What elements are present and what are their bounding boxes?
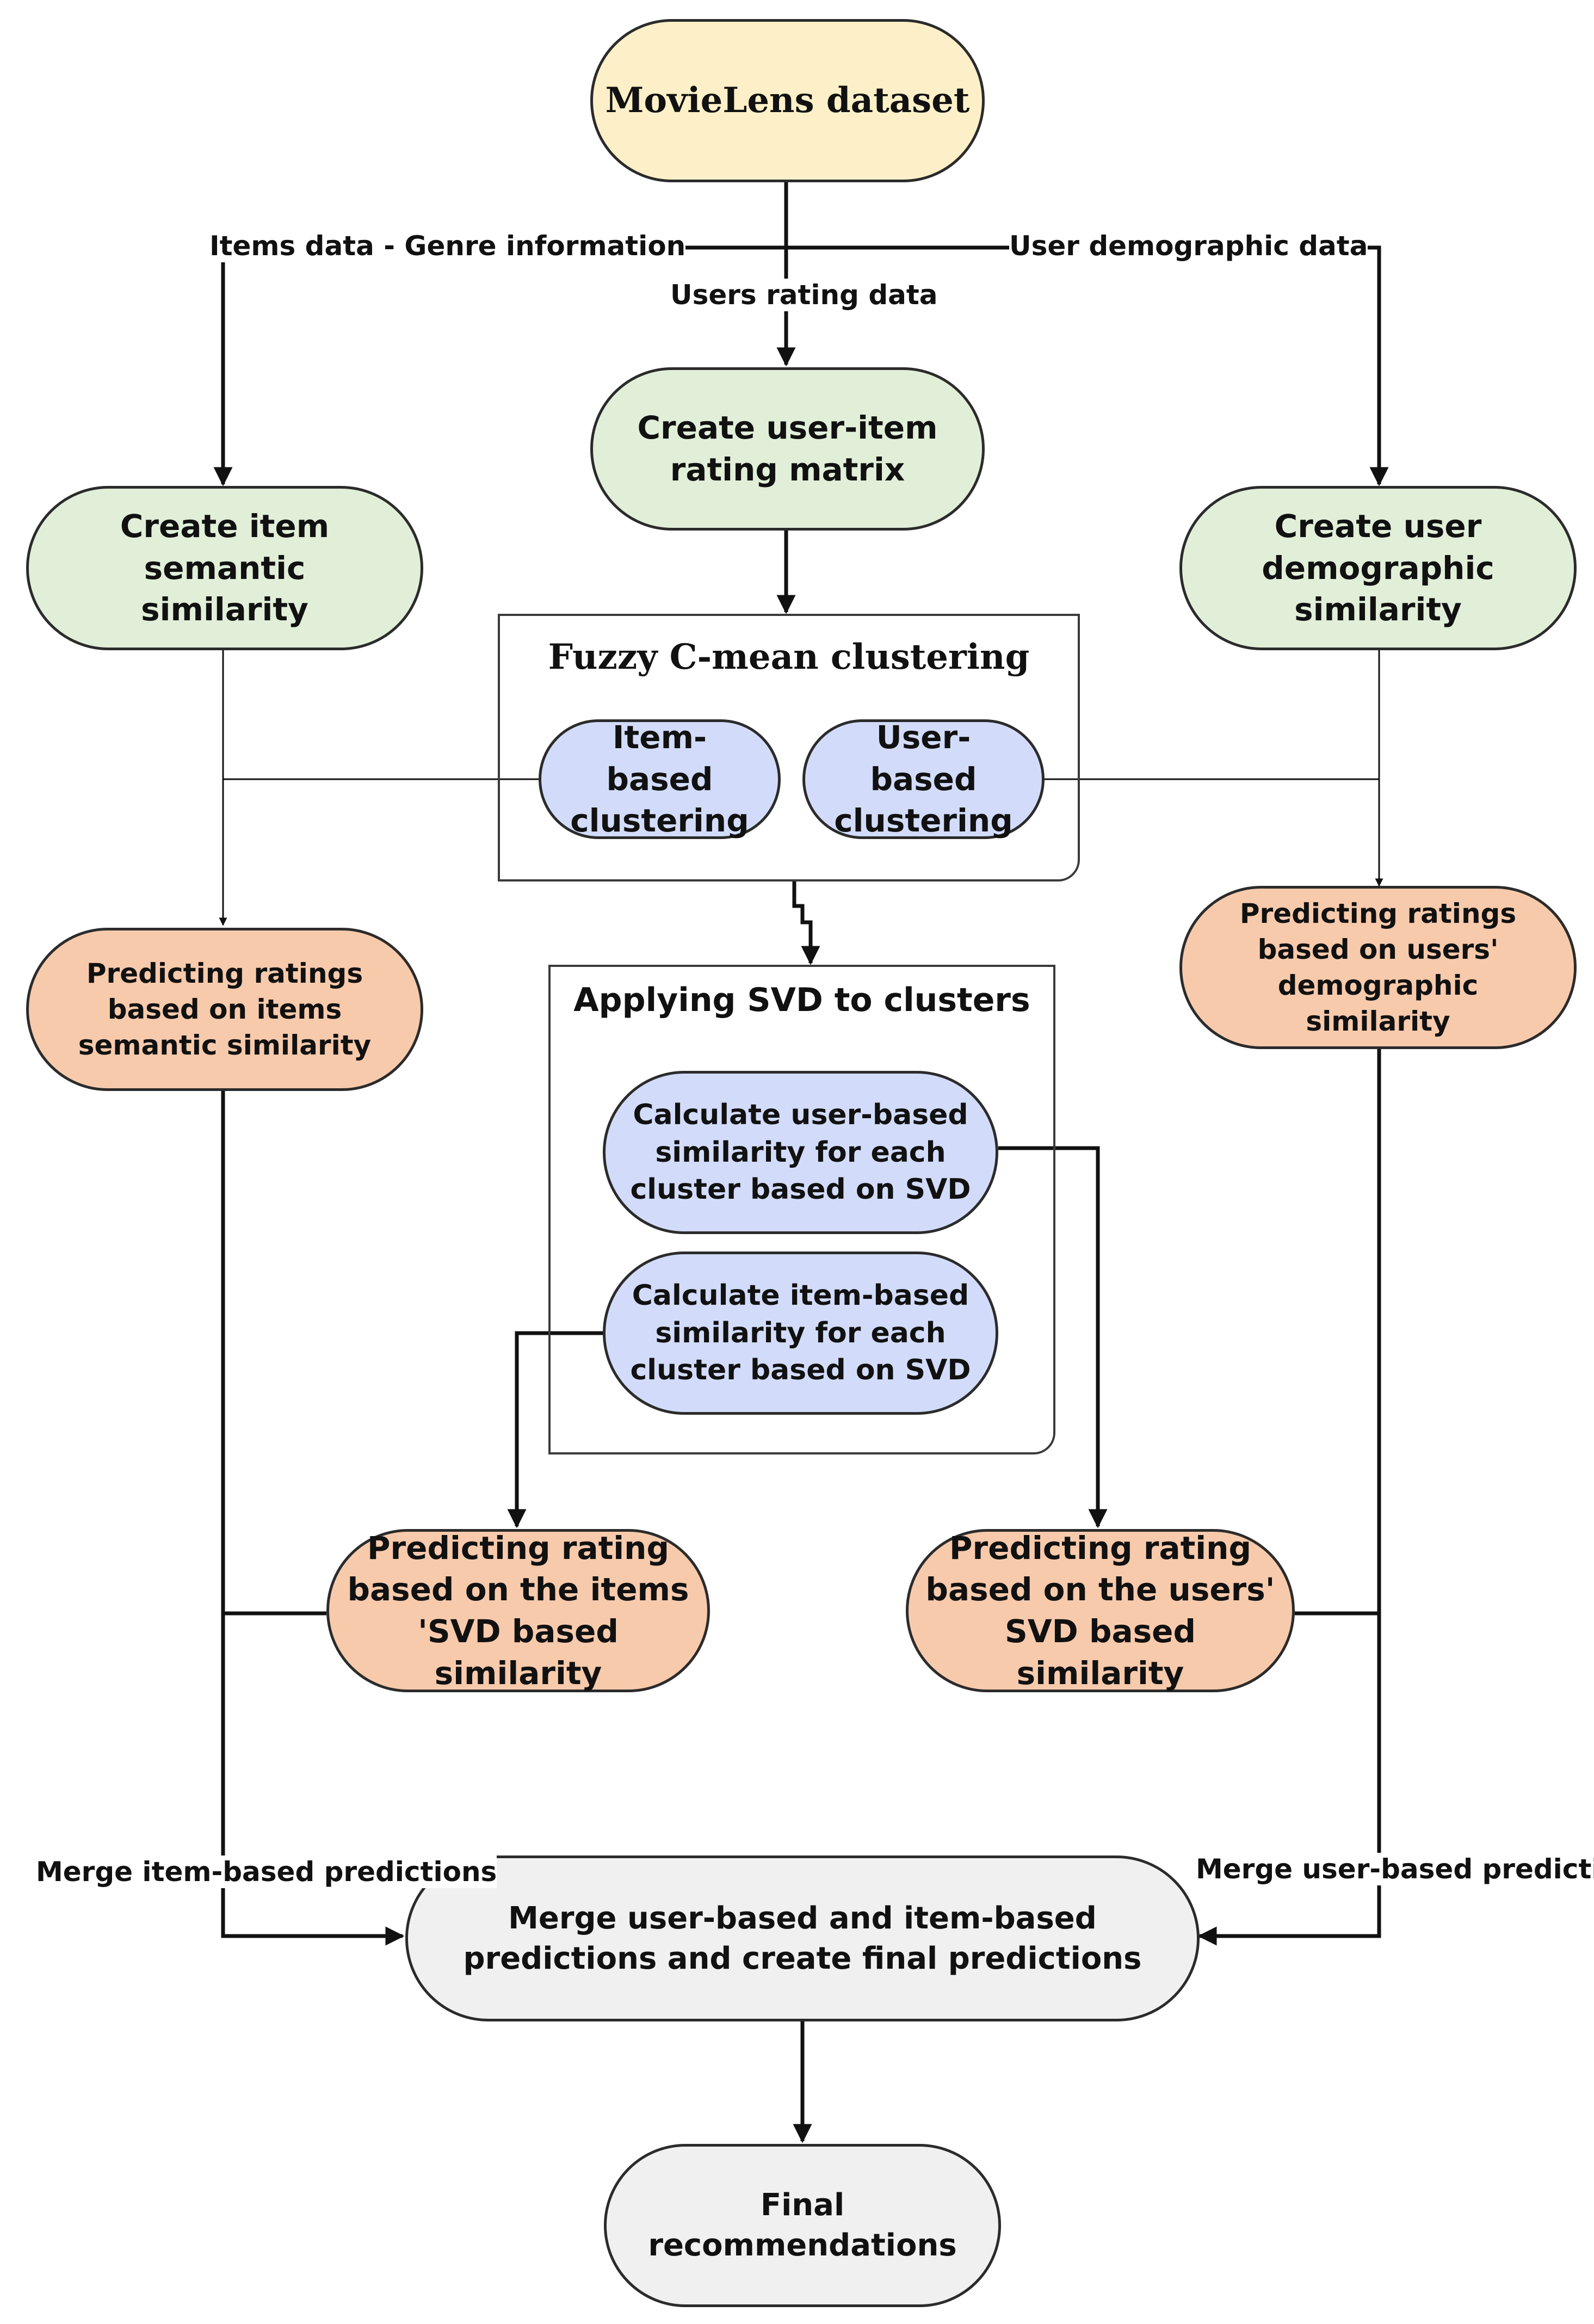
merge-item-edge-label: Merge item-based predictions xyxy=(36,1855,497,1888)
demographic-prediction-node: Predicting ratings based on users' demog… xyxy=(1179,886,1577,1049)
users-rating-edge-label: Users rating data xyxy=(670,279,938,311)
user-based-clustering-node: User-based clustering xyxy=(802,719,1045,839)
edge-fuzzy-to-svd xyxy=(792,881,820,965)
item-semantic-similarity-label: Create item semantic similarity xyxy=(120,508,330,628)
svd-container: Applying SVD to clusters xyxy=(548,965,1055,1454)
edge-dataset-to-user-demographic xyxy=(786,245,1389,486)
movielens-dataset-node: MovieLens dataset xyxy=(590,19,985,182)
user-svd-prediction-label: Predicting rating based on the users' SV… xyxy=(925,1529,1275,1692)
item-based-clustering-node: Item-based clustering xyxy=(539,719,781,839)
item-svd-prediction-label: Predicting rating based on the items 'SV… xyxy=(347,1529,689,1692)
item-semantic-similarity-node: Create item semantic similarity xyxy=(26,486,423,650)
user-svd-similarity-node: Calculate user-based similarity for each… xyxy=(603,1071,998,1234)
demographic-prediction-label: Predicting ratings based on users' demog… xyxy=(1239,898,1517,1037)
user-svd-prediction-node: Predicting rating based on the users' SV… xyxy=(906,1529,1295,1692)
user-demographic-similarity-label: Create user demographic similarity xyxy=(1262,508,1494,628)
semantic-prediction-node: Predicting ratings based on items semant… xyxy=(26,928,423,1091)
edge-user-svd-to-prediction xyxy=(998,1146,1108,1528)
edge-semantic-prediction-to-merge xyxy=(221,1091,405,1946)
user-svd-similarity-label: Calculate user-based similarity for each… xyxy=(630,1099,971,1206)
user-based-clustering-label: User-based clustering xyxy=(834,719,1013,840)
item-svd-prediction-node: Predicting rating based on the items 'SV… xyxy=(326,1529,710,1692)
merge-predictions-label: Merge user-based and item-based predicti… xyxy=(463,1900,1142,1976)
items-genre-edge-label: Items data - Genre information xyxy=(209,230,686,262)
item-svd-similarity-label: Calculate item-based similarity for each… xyxy=(630,1279,971,1387)
semantic-prediction-label: Predicting ratings based on items semant… xyxy=(78,958,372,1061)
rating-matrix-label: Create user-item rating matrix xyxy=(637,409,938,488)
final-recommendations-label: Final recommendations xyxy=(648,2187,957,2263)
movielens-dataset-label: MovieLens dataset xyxy=(605,79,970,121)
item-svd-similarity-node: Calculate item-based similarity for each… xyxy=(603,1252,998,1415)
merge-user-edge-label: Merge user-based predictions xyxy=(1196,1853,1594,1885)
fuzzy-clustering-title: Fuzzy C-mean clustering xyxy=(548,637,1030,677)
edge-demographic-prediction-to-merge xyxy=(1197,1047,1381,1946)
merge-predictions-node: Merge user-based and item-based predicti… xyxy=(405,1855,1200,2021)
user-demographic-similarity-node: Create user demographic similarity xyxy=(1179,486,1577,650)
svd-container-title: Applying SVD to clusters xyxy=(573,981,1030,1019)
final-recommendations-node: Final recommendations xyxy=(604,2144,1001,2307)
item-based-clustering-label: Item-based clustering xyxy=(570,719,749,840)
user-demographic-data-edge-label: User demographic data xyxy=(1009,230,1368,262)
edge-item-svd-to-prediction xyxy=(507,1331,604,1528)
fuzzy-clustering-container: Fuzzy C-mean clustering xyxy=(498,614,1080,881)
rating-matrix-node: Create user-item rating matrix xyxy=(590,367,985,531)
